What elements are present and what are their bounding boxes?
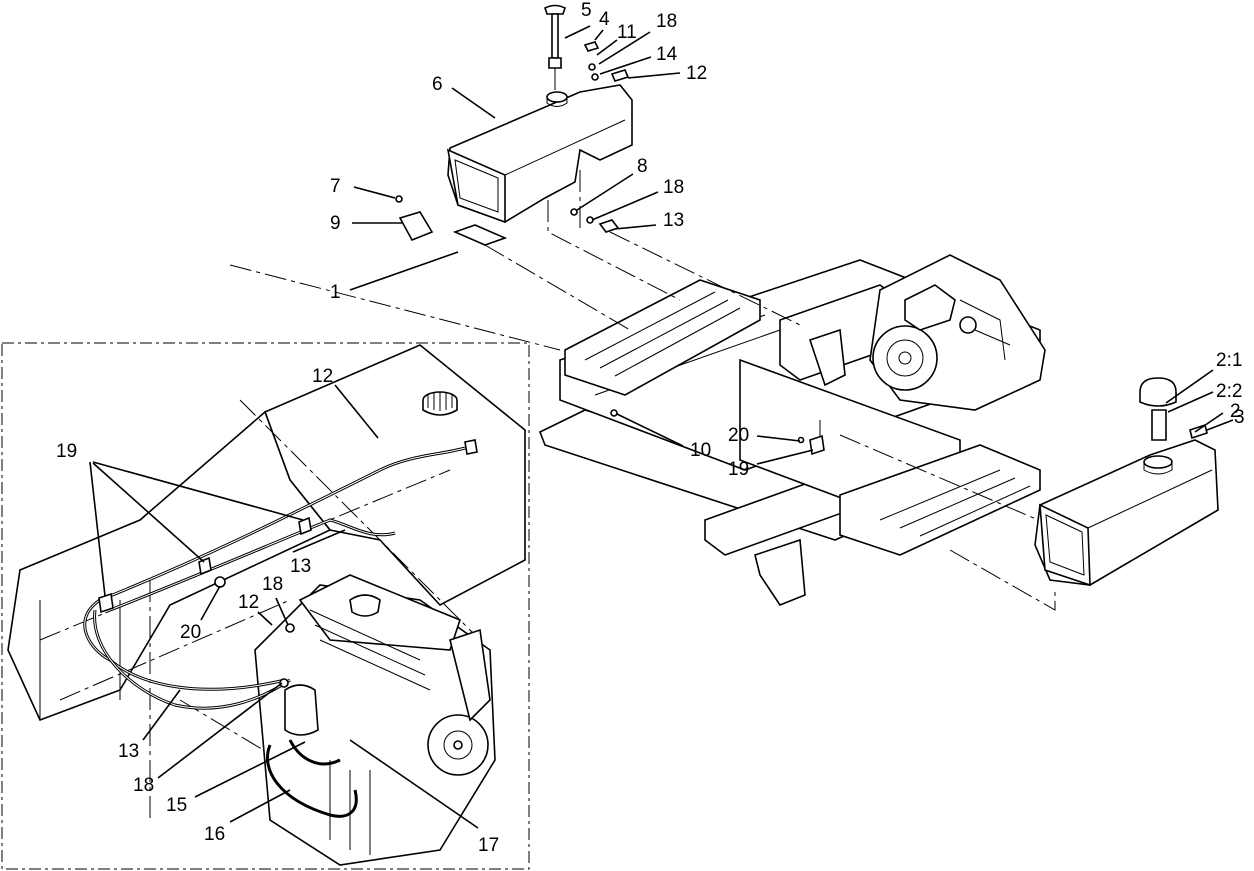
callout-20-main: 20 [728, 425, 749, 446]
callout-4: 4 [599, 9, 610, 30]
detail-view-border [1, 342, 530, 870]
callout-5: 5 [581, 0, 592, 21]
callout-3-visible: 3 [1234, 407, 1245, 428]
detail-callout-18-mid: 18 [262, 574, 283, 595]
detail-callout-17: 17 [478, 835, 499, 856]
callout-13-top: 13 [663, 210, 684, 231]
detail-callout-12-top: 12 [312, 366, 333, 387]
detail-callout-13-mid: 13 [290, 556, 311, 577]
callout-12-top: 12 [686, 63, 707, 84]
detail-callout-19: 19 [56, 441, 77, 462]
callout-6: 6 [432, 74, 443, 95]
callout-1: 1 [330, 282, 341, 303]
callout-2: 2 [1230, 401, 1241, 422]
detail-callout-12-mid: 12 [238, 592, 259, 613]
callout-10: 10 [690, 440, 711, 461]
fuel-tank-side [1034, 377, 1219, 587]
engine-main [869, 254, 1046, 411]
callout-18-top: 18 [656, 11, 677, 32]
callout-14: 14 [656, 44, 678, 65]
callout-labels: 6 5 4 11 18 14 12 7 9 1 8 18 13 10 20 19… [56, 0, 1245, 856]
clamp-main [610, 409, 825, 456]
callout-9: 9 [330, 213, 341, 234]
callout-2-2: 2:2 [1216, 381, 1242, 402]
leader-lines [89, 25, 1234, 829]
callout-7: 7 [330, 176, 341, 197]
detail-callout-18-low: 18 [133, 775, 154, 796]
detail-callout-20: 20 [180, 622, 201, 643]
detail-view [7, 344, 526, 866]
callout-11: 11 [617, 22, 637, 43]
detail-callout-13-low: 13 [118, 741, 139, 762]
callout-8: 8 [637, 156, 648, 177]
callout-18-mid: 18 [663, 177, 684, 198]
detail-callout-16: 16 [204, 824, 225, 845]
callout-2-1: 2:1 [1216, 350, 1242, 371]
detail-callout-15: 15 [166, 795, 187, 816]
callout-19-main: 19 [728, 459, 749, 480]
assembly-lines [229, 170, 1056, 611]
fuel-tank-upper [395, 4, 633, 246]
